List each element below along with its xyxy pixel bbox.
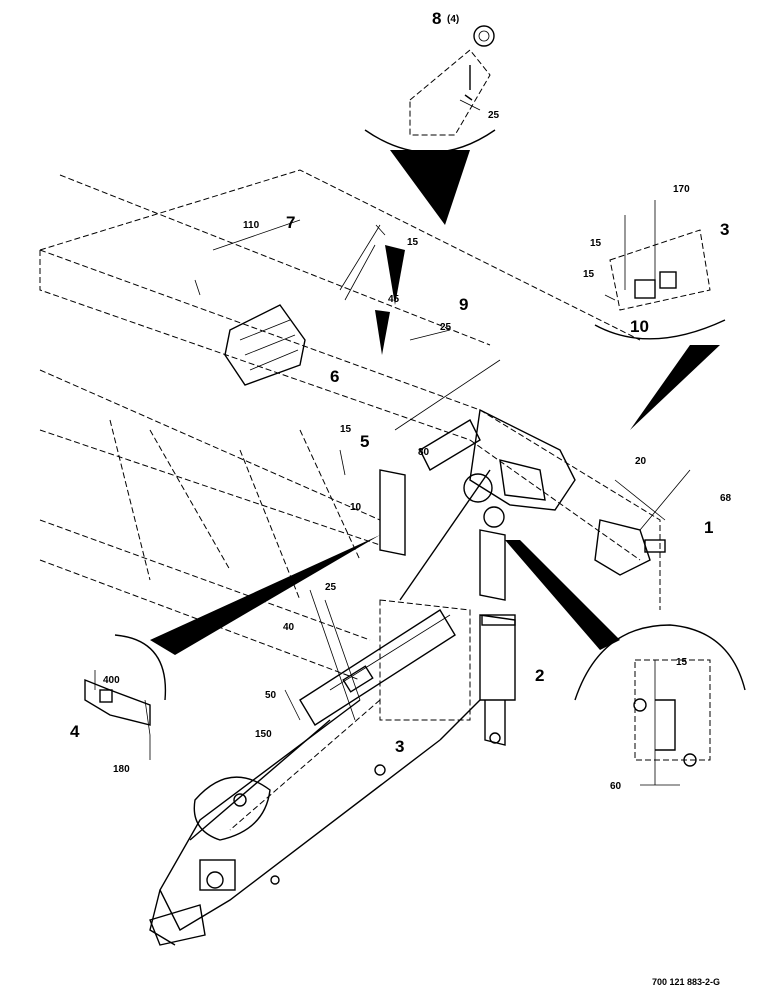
dim-50: 50	[265, 690, 277, 701]
dim-25-mid: 25	[440, 322, 452, 333]
callout-7: 7	[286, 213, 295, 232]
dim-150: 150	[255, 729, 272, 740]
callout-2: 2	[535, 666, 544, 685]
dim-80: 80	[418, 447, 430, 458]
callout-9: 9	[459, 295, 468, 314]
dim-20: 20	[635, 456, 647, 467]
pointer-8b	[375, 310, 390, 355]
dim-110: 110	[243, 220, 260, 231]
dim-15-c: 15	[583, 269, 595, 280]
callout-5: 5	[360, 432, 369, 451]
dim-15-a: 15	[407, 237, 419, 248]
dim-68: 68	[720, 493, 732, 504]
callout-3-upper: 3	[720, 220, 729, 239]
dim-10: 10	[350, 502, 362, 513]
dim-400: 400	[103, 675, 120, 686]
callout-4: 4	[70, 722, 80, 741]
callout-10: 10	[630, 317, 649, 336]
detail-bubble-10	[594, 229, 726, 430]
tongue-drawbar	[149, 699, 481, 946]
dim-60: 60	[610, 781, 622, 792]
boom-frame	[39, 169, 661, 681]
pointer-8	[385, 245, 405, 305]
dim-25-low: 25	[325, 582, 337, 593]
callout-8: 8	[432, 9, 441, 28]
dim-40: 40	[283, 622, 295, 633]
detail-bubble-4	[84, 535, 380, 726]
dim-170: 170	[673, 184, 690, 195]
dim-15-d: 15	[340, 424, 352, 435]
dim-45: 45	[388, 294, 400, 305]
upright-post	[379, 469, 406, 556]
callout-6: 6	[330, 367, 339, 386]
detail-bubble-8	[364, 25, 496, 225]
wheel	[193, 776, 271, 841]
callout-3-lower: 3	[395, 737, 404, 756]
dim-180: 180	[113, 764, 130, 775]
callout-1: 1	[704, 518, 713, 537]
pivot-assembly	[379, 408, 666, 746]
hydraulic-cylinder	[299, 419, 491, 726]
dimension-lines	[94, 200, 691, 786]
drawing-number: 700 121 883-2-G	[652, 977, 720, 987]
boom-bracket	[224, 304, 306, 386]
callout-8-qty: (4)	[447, 14, 459, 25]
dim-25-top: 25	[488, 110, 500, 121]
detail-bubble-60	[505, 540, 746, 767]
dim-15-e: 15	[676, 657, 688, 668]
dim-15-b: 15	[590, 238, 602, 249]
